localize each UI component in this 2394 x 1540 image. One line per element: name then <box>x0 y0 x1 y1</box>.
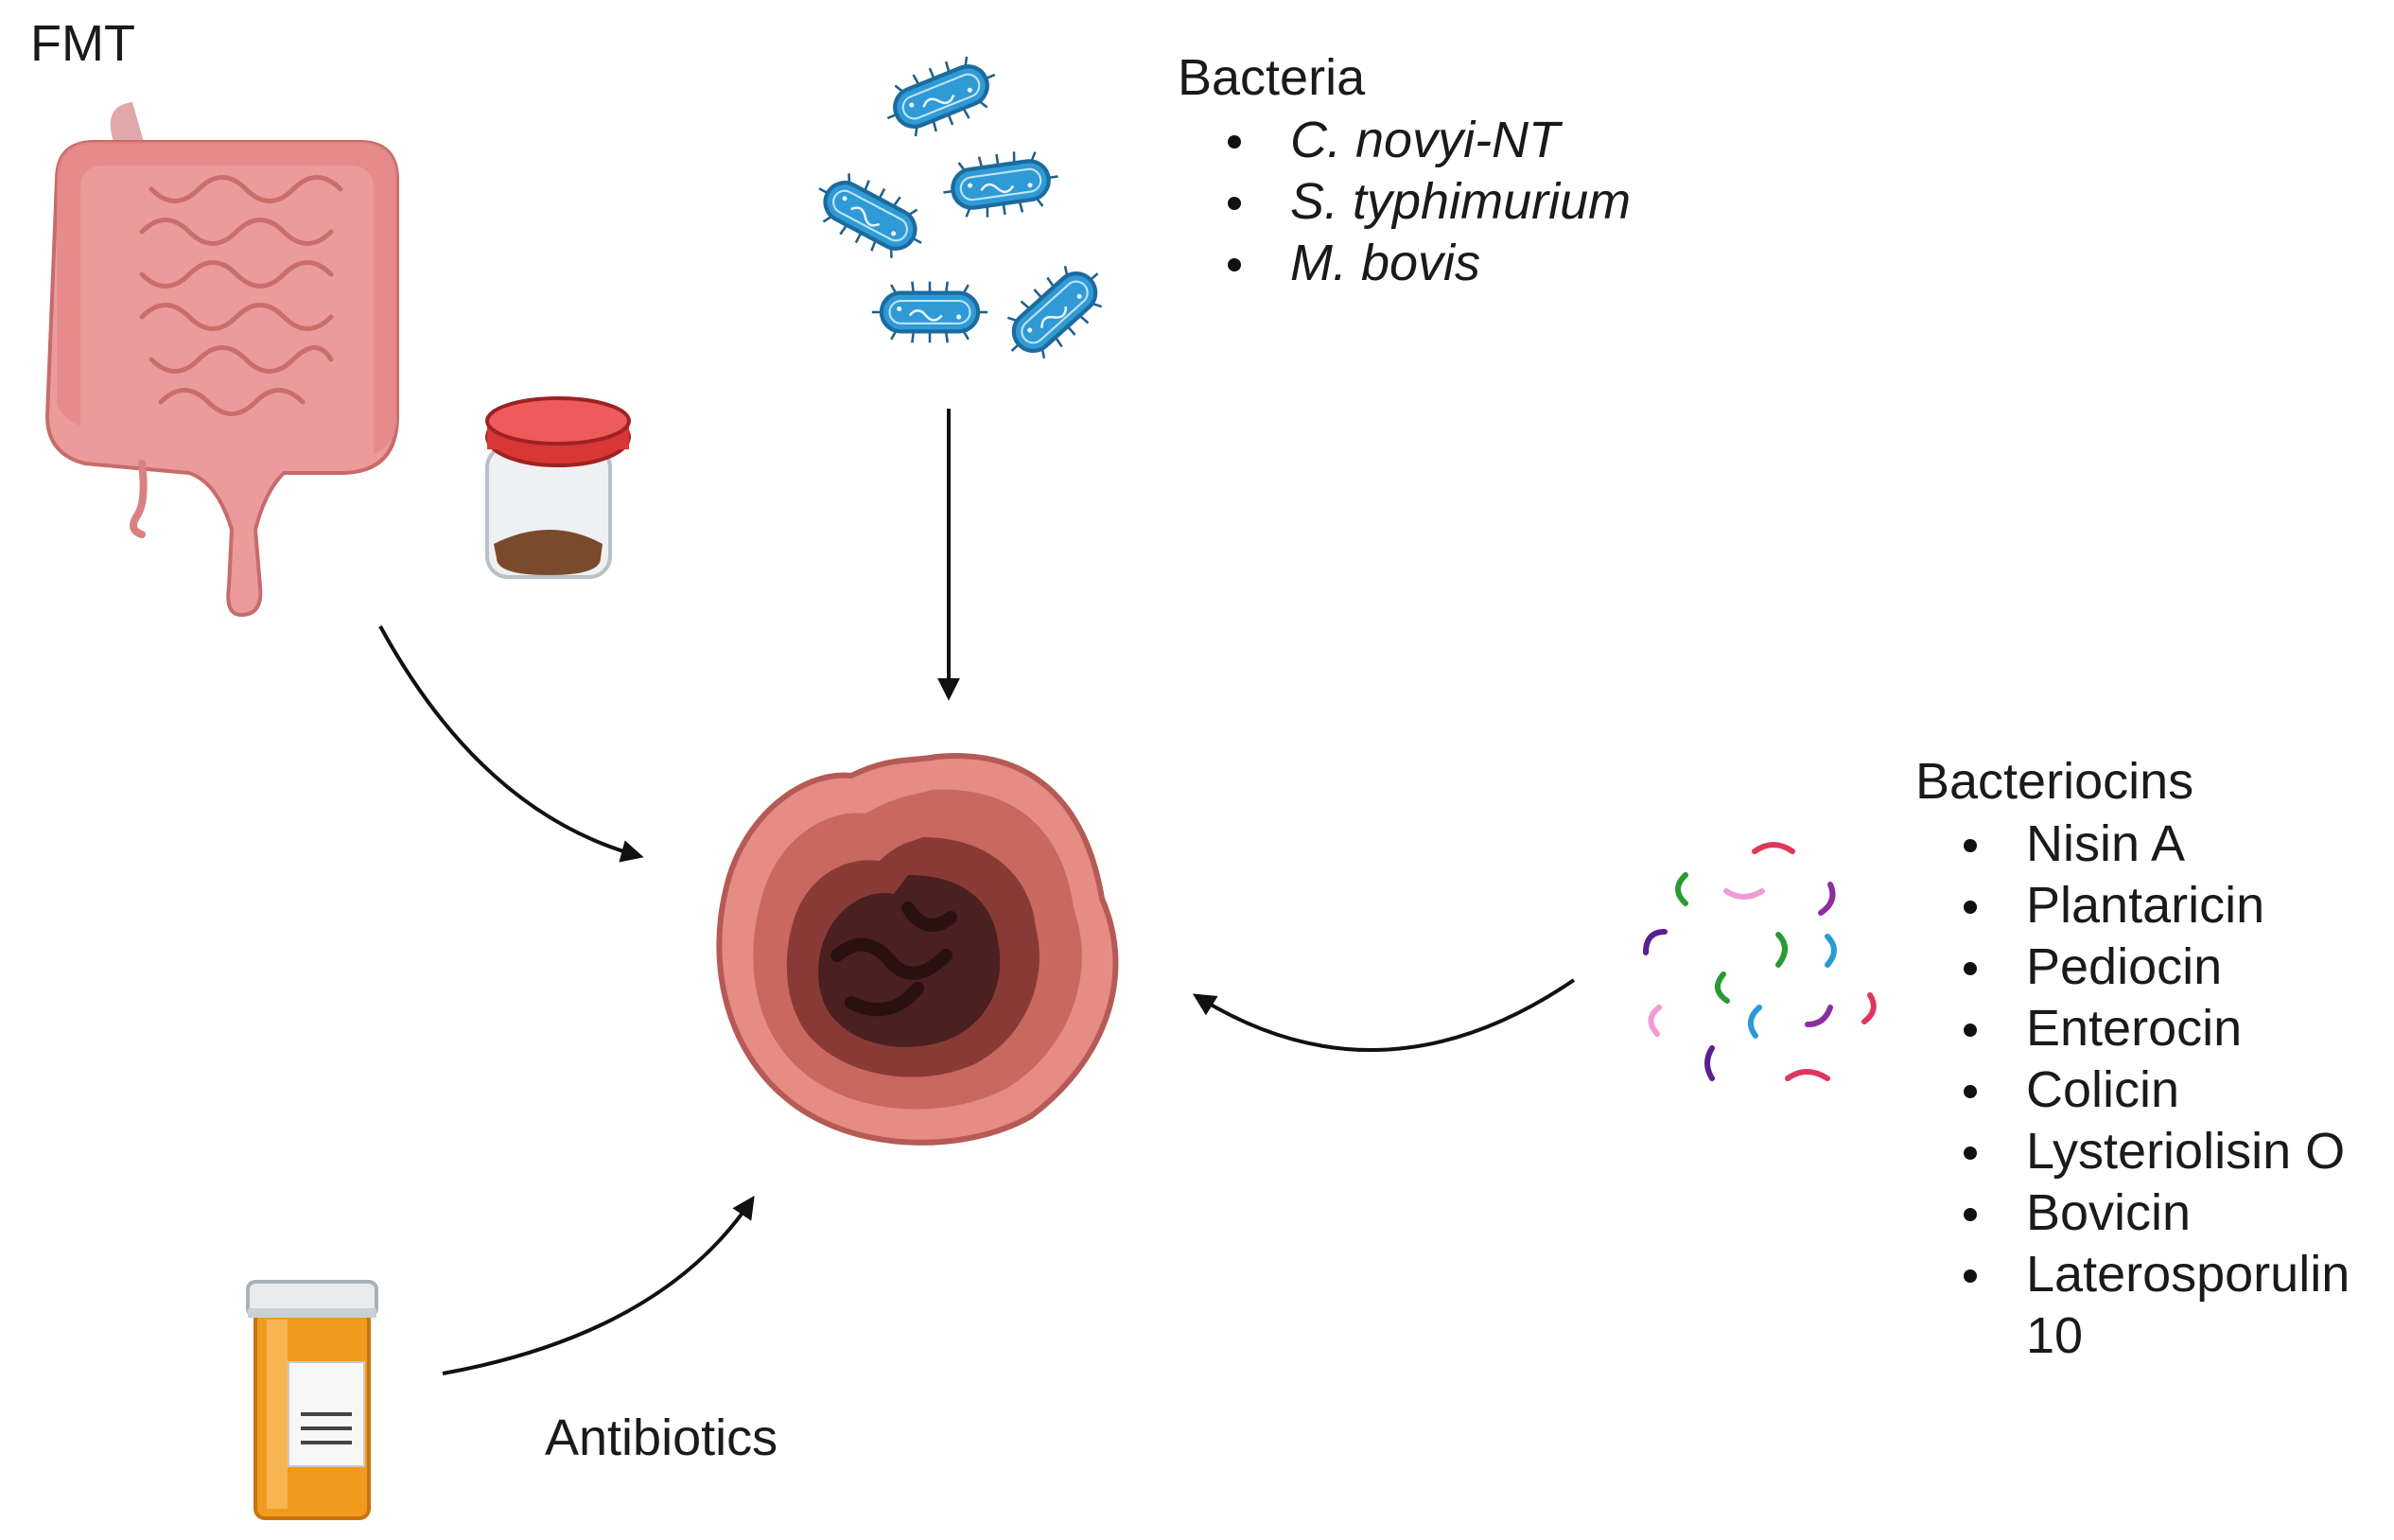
rod-bacteria-icon <box>805 46 1118 374</box>
list-item: M. bovis <box>1213 233 1631 294</box>
bacteriocins-list: Nisin A Plantaricin Pediocin Enterocin C… <box>1948 814 2384 1367</box>
list-item: Enterocin <box>1948 998 2384 1059</box>
list-item: Laterosporulin 10 <box>1948 1244 2384 1367</box>
intestine-icon <box>44 102 399 618</box>
list-item: Lysteriolisin O <box>1948 1121 2384 1182</box>
arrow-fmt-to-tumor <box>378 625 644 863</box>
list-item: Colicin <box>1948 1059 2384 1121</box>
arrow-antibiotics-to-tumor <box>442 1196 755 1375</box>
list-item: Pediocin <box>1948 936 2384 998</box>
list-item: C. novyi-NT <box>1213 110 1631 171</box>
arrow-bacteriocins-to-tumor <box>1192 978 1576 1052</box>
bacteria-heading: Bacteria <box>1178 49 1366 106</box>
list-item: S. typhimurium <box>1213 171 1631 233</box>
prescription-bottle-icon <box>246 1280 378 1520</box>
list-item: Plantaricin <box>1948 875 2384 936</box>
bacteriocins-heading: Bacteriocins <box>1915 753 2194 810</box>
stool-sample-jar-icon <box>485 396 631 579</box>
tumor-icon <box>716 753 1119 1146</box>
list-item: Nisin A <box>1948 814 2384 875</box>
fmt-label: FMT <box>30 15 135 72</box>
peptide-fragments-icon <box>1643 842 1877 1081</box>
list-item: Bovicin <box>1948 1182 2384 1244</box>
bacteria-list: C. novyi-NT S. typhimurium M. bovis <box>1213 110 1631 294</box>
antibiotics-label: Antibiotics <box>545 1409 778 1466</box>
